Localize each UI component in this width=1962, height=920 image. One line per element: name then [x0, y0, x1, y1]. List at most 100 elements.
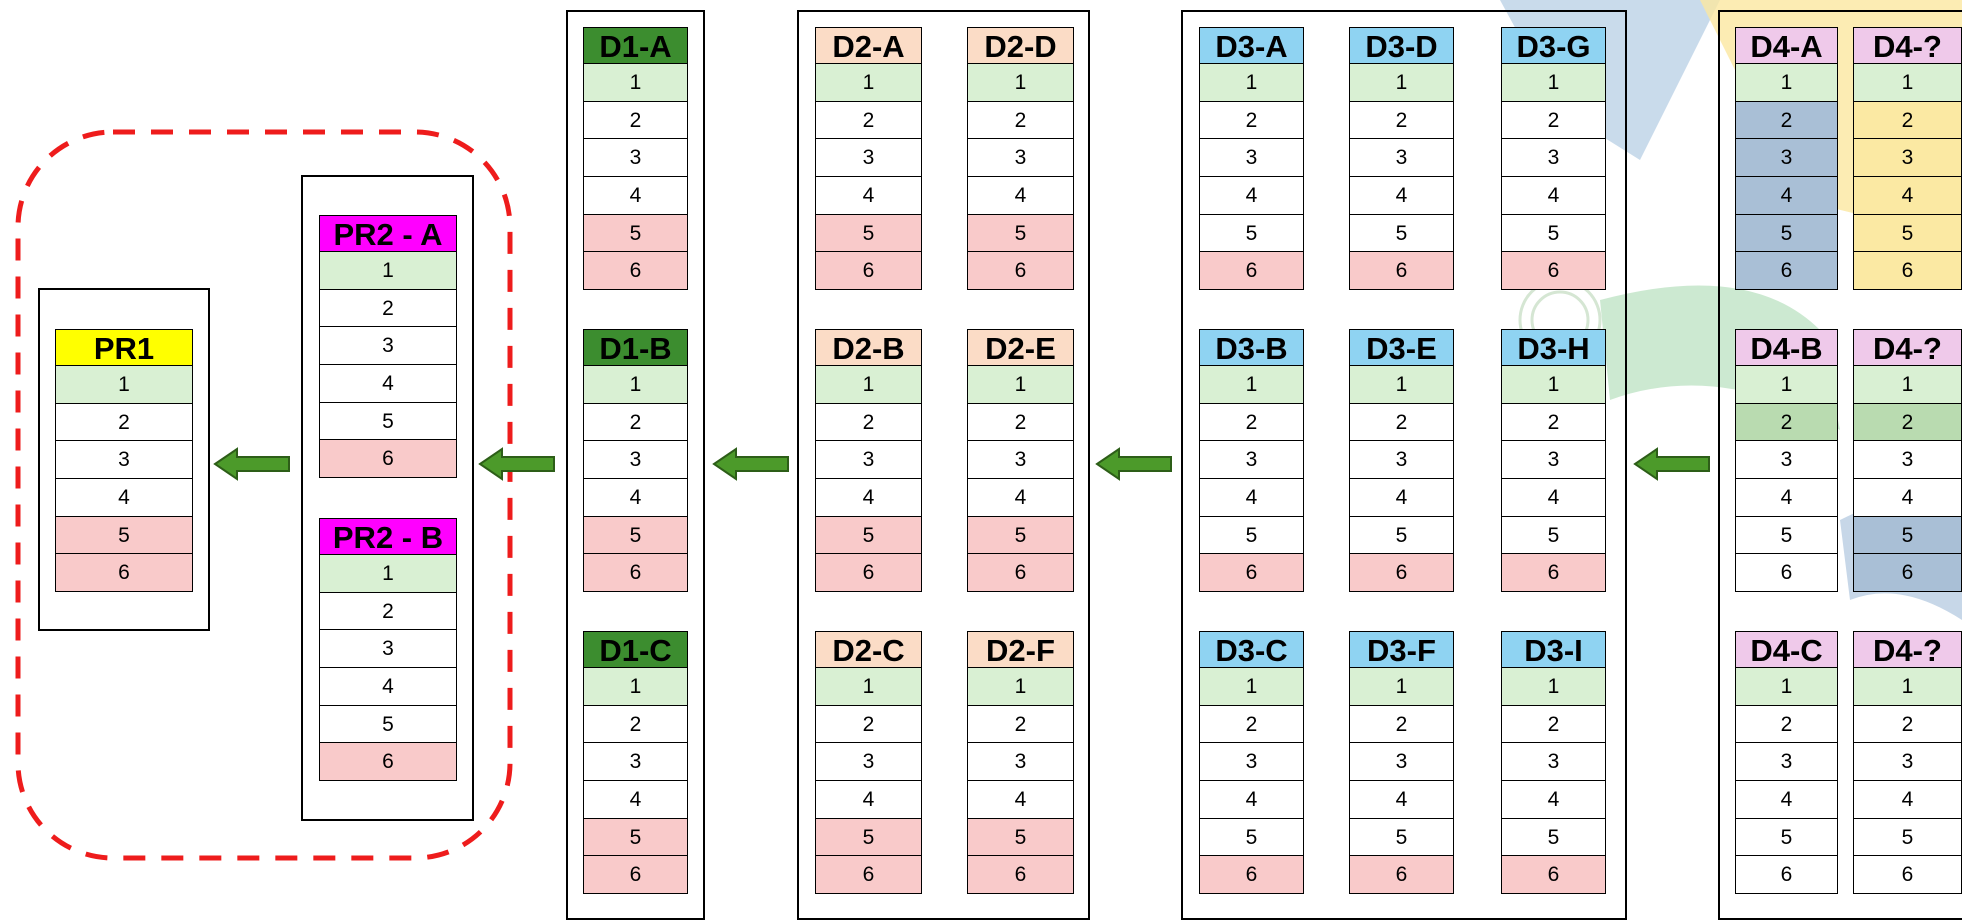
- cell: 4: [815, 479, 922, 517]
- cell: 3: [1735, 441, 1838, 480]
- cell: 3: [319, 327, 457, 366]
- cell: 3: [1853, 139, 1962, 178]
- cell: 5: [1199, 214, 1304, 253]
- d3e-header: D3-E: [1349, 329, 1454, 366]
- cell: 2: [319, 592, 457, 631]
- cell: 2: [1501, 101, 1606, 140]
- pr2b-header: PR2 - B: [319, 518, 457, 555]
- cell: 4: [1853, 177, 1962, 215]
- cell: 2: [1735, 403, 1838, 442]
- cell: 3: [1349, 139, 1454, 178]
- cell: 4: [1735, 479, 1838, 517]
- d2e-header: D2-E: [967, 329, 1074, 366]
- cell: 2: [1501, 705, 1606, 744]
- cell: 5: [1501, 818, 1606, 857]
- cell: 1: [1501, 668, 1606, 706]
- cell: 5: [967, 516, 1074, 555]
- cell: 4: [583, 479, 688, 517]
- cell: 3: [967, 441, 1074, 480]
- cell: 4: [1199, 781, 1304, 819]
- cell: 5: [55, 516, 193, 555]
- arrow-left-icon: [213, 447, 290, 481]
- cell: 2: [967, 705, 1074, 744]
- cell: 5: [1349, 516, 1454, 555]
- cell: 5: [967, 818, 1074, 857]
- cell: 3: [1853, 441, 1962, 480]
- d2b-table: D2-B 1 2 3 4 5 6: [815, 329, 922, 593]
- d3a-table: D3-A 1 2 3 4 5 6: [1199, 27, 1304, 291]
- cell: 4: [1199, 177, 1304, 215]
- cell: 2: [1853, 101, 1962, 140]
- cell: 1: [1199, 64, 1304, 102]
- cell: 3: [967, 743, 1074, 782]
- cell: 1: [1199, 366, 1304, 404]
- cell: 2: [1199, 705, 1304, 744]
- cell: 1: [55, 366, 193, 404]
- cell: 2: [815, 101, 922, 140]
- d1b-table: D1-B 1 2 3 4 5 6: [583, 329, 688, 593]
- d2b-header: D2-B: [815, 329, 922, 366]
- cell: 6: [1853, 252, 1962, 291]
- cell: 5: [1853, 516, 1962, 555]
- cell: 2: [55, 403, 193, 442]
- cell: 3: [1501, 441, 1606, 480]
- d4a-table: D4-A 1 2 3 4 5 6: [1735, 27, 1838, 291]
- cell: 1: [583, 366, 688, 404]
- cell: 5: [815, 516, 922, 555]
- cell: 3: [55, 441, 193, 480]
- cell: 2: [1199, 101, 1304, 140]
- cell: 1: [1199, 668, 1304, 706]
- cell: 3: [967, 139, 1074, 178]
- cell: 1: [319, 252, 457, 290]
- cell: 1: [815, 366, 922, 404]
- cell: 6: [967, 856, 1074, 895]
- pr2b-table: PR2 - B 1 2 3 4 5 6: [319, 518, 457, 782]
- d3i-table: D3-I 1 2 3 4 5 6: [1501, 631, 1606, 895]
- pr1-box: [38, 288, 210, 631]
- cell: 2: [319, 289, 457, 328]
- cell: 1: [815, 668, 922, 706]
- d3e-table: D3-E 1 2 3 4 5 6: [1349, 329, 1454, 593]
- d4b-header: D4-B: [1735, 329, 1838, 366]
- d3h-header: D3-H: [1501, 329, 1606, 366]
- cell: 1: [1853, 366, 1962, 404]
- d3f-table: D3-F 1 2 3 4 5 6: [1349, 631, 1454, 895]
- d2d-header: D2-D: [967, 27, 1074, 64]
- d1c-header: D1-C: [583, 631, 688, 668]
- cell: 5: [1853, 818, 1962, 857]
- cell: 5: [815, 214, 922, 253]
- d1c-table: D1-C 1 2 3 4 5 6: [583, 631, 688, 895]
- d4q2-table: D4-? 1 2 3 4 5 6: [1853, 329, 1962, 593]
- cell: 2: [815, 403, 922, 442]
- cell: 3: [583, 441, 688, 480]
- cell: 6: [583, 252, 688, 291]
- arrow-left-icon: [712, 447, 789, 481]
- pr1-header: PR1: [55, 329, 193, 366]
- cell: 3: [1199, 441, 1304, 480]
- cell: 4: [1501, 781, 1606, 819]
- pr2-box: [301, 175, 474, 821]
- d2a-header: D2-A: [815, 27, 922, 64]
- cell: 6: [55, 554, 193, 593]
- d1a-header: D1-A: [583, 27, 688, 64]
- d3f-header: D3-F: [1349, 631, 1454, 668]
- d3a-header: D3-A: [1199, 27, 1304, 64]
- cell: 6: [583, 856, 688, 895]
- cell: 4: [1853, 479, 1962, 517]
- d1b-header: D1-B: [583, 329, 688, 366]
- cell: 5: [1349, 214, 1454, 253]
- cell: 1: [967, 668, 1074, 706]
- cell: 4: [1199, 479, 1304, 517]
- cell: 2: [1349, 403, 1454, 442]
- cell: 4: [319, 668, 457, 706]
- d4q1-table: D4-? 1 2 3 4 5 6: [1853, 27, 1962, 291]
- d3b-table: D3-B 1 2 3 4 5 6: [1199, 329, 1304, 593]
- d2e-table: D2-E 1 2 3 4 5 6: [967, 329, 1074, 593]
- d2c-header: D2-C: [815, 631, 922, 668]
- d3b-header: D3-B: [1199, 329, 1304, 366]
- cell: 5: [319, 402, 457, 441]
- cell: 4: [1349, 479, 1454, 517]
- cell: 5: [1199, 516, 1304, 555]
- cell: 4: [1501, 479, 1606, 517]
- cell: 3: [815, 743, 922, 782]
